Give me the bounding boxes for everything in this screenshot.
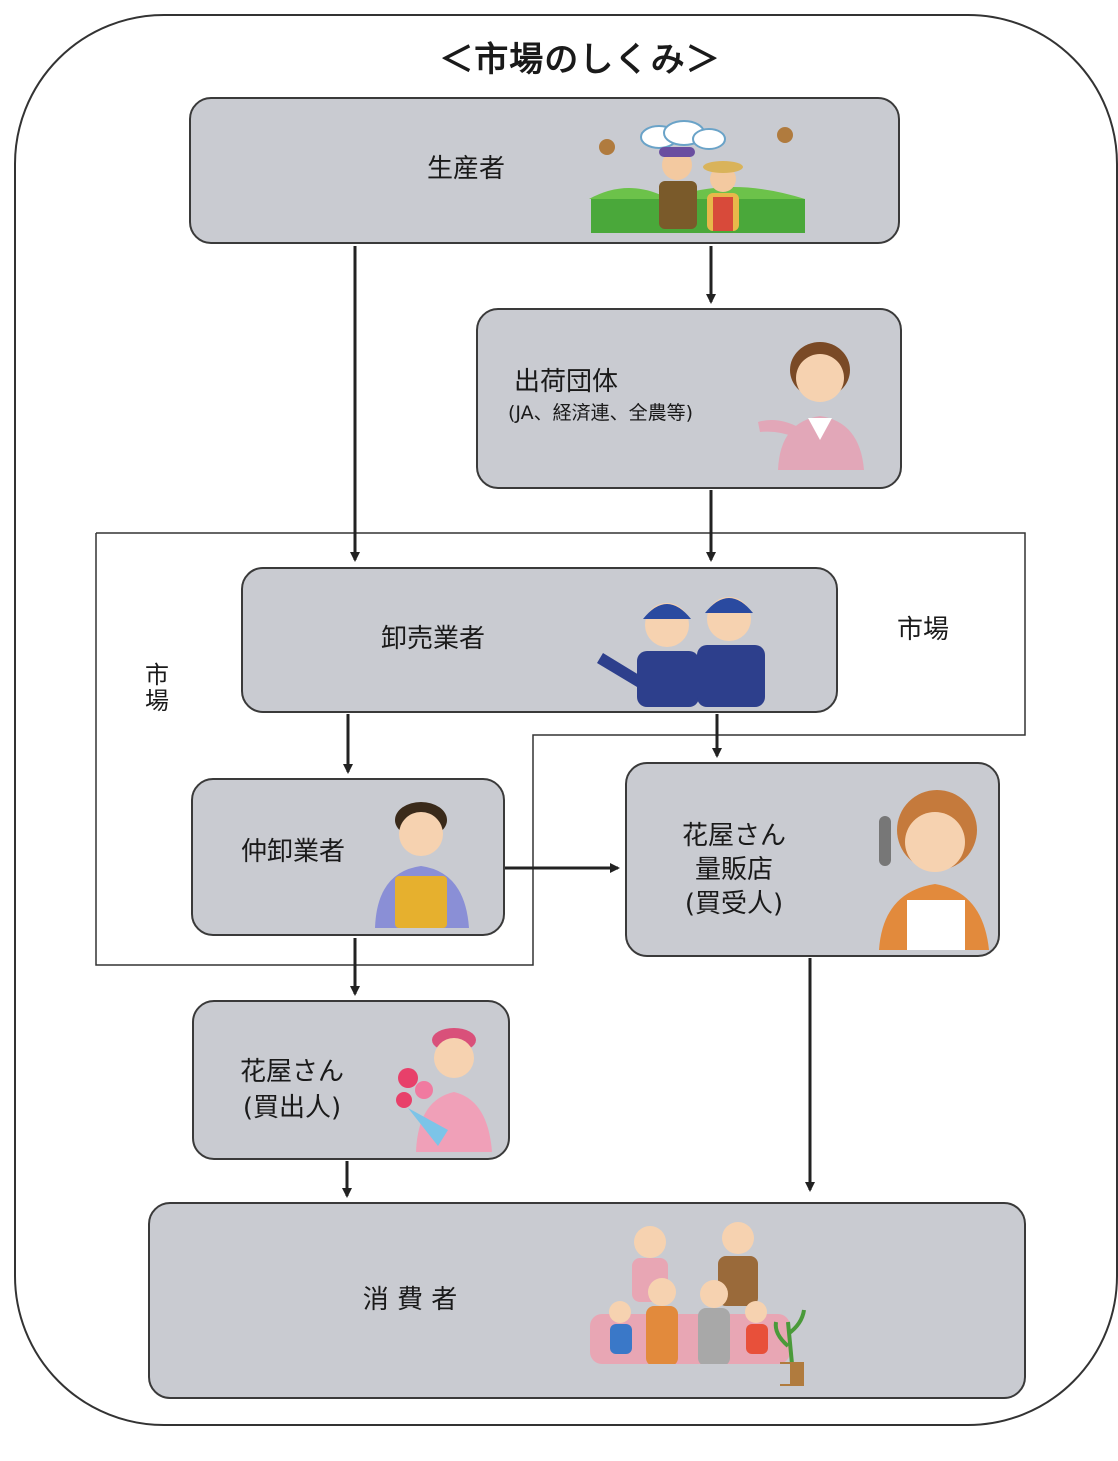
- market-label-left: 市 場: [144, 662, 170, 714]
- outer-frame: [14, 14, 1118, 1426]
- man-apron-illustration: [375, 802, 469, 928]
- florist-purchaser-label-1: 花屋さん: [239, 1057, 344, 1087]
- florist-purchaser-label-2: (買出人): [242, 1093, 342, 1123]
- intermediate-box: 仲卸業者: [191, 778, 505, 936]
- florist-bouquet-illustration: [396, 1028, 492, 1152]
- florist-buyer-label-3: (買受人): [684, 889, 784, 919]
- woman-staff-illustration: [758, 342, 864, 470]
- market-label-left-char-2: 場: [145, 687, 169, 715]
- workers-illustration: [597, 597, 765, 707]
- florist-buyer-label-2: 量販店: [694, 855, 773, 885]
- farmers-illustration: [589, 120, 805, 233]
- family-illustration: [590, 1222, 806, 1386]
- consumer-label: 消 費 者: [362, 1285, 458, 1315]
- shipper-box: 出荷団体 (JA、経済連、全農等): [476, 308, 902, 489]
- producer-label: 生産者: [426, 154, 505, 184]
- shipper-sublabel: (JA、経済連、全農等): [508, 402, 694, 424]
- florist-purchaser-box: 花屋さん (買出人): [192, 1000, 510, 1160]
- consumer-box: 消 費 者: [148, 1202, 1026, 1399]
- wholesaler-box: 卸売業者: [241, 567, 838, 713]
- wholesaler-label: 卸売業者: [380, 624, 485, 654]
- shipper-label: 出荷団体: [514, 367, 619, 397]
- intermediate-label: 仲卸業者: [240, 837, 345, 867]
- woman-phone-illustration: [879, 790, 989, 950]
- market-label-right: 市場: [896, 615, 949, 645]
- market-label-left-char-1: 市: [145, 661, 169, 689]
- producer-box: 生産者: [189, 97, 900, 244]
- florist-buyer-box: 花屋さん 量販店 (買受人): [625, 762, 1000, 957]
- florist-buyer-label-1: 花屋さん: [681, 821, 786, 851]
- page-title: ＜市場のしくみ＞: [439, 40, 721, 80]
